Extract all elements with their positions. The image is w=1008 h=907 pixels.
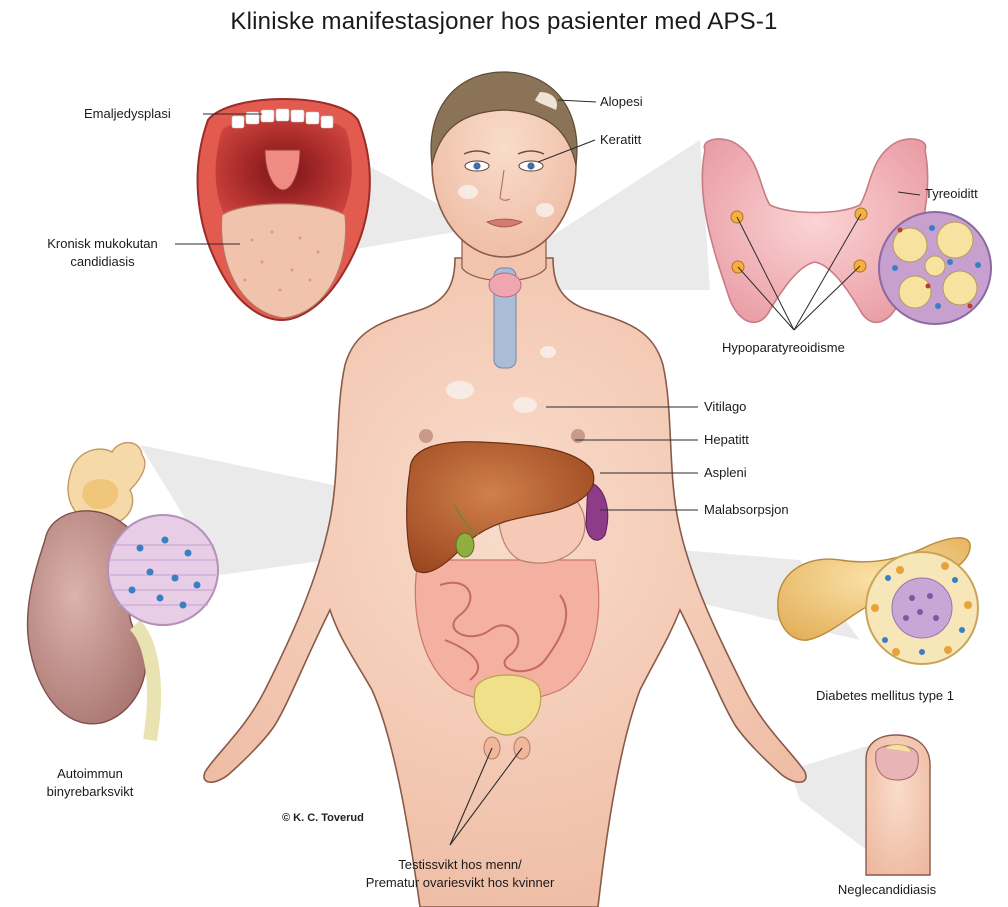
label-testis-line1: Testissvikt hos menn/ bbox=[360, 857, 560, 873]
label-emaljedysplasi: Emaljedysplasi bbox=[84, 106, 171, 122]
infected-nail bbox=[876, 745, 919, 780]
label-kronisk-line1: Kronisk mukokutan bbox=[30, 236, 175, 252]
tongue bbox=[222, 204, 346, 318]
copyright-credit: © K. C. Toverud bbox=[282, 812, 364, 824]
label-hypoparatyreoidisme: Hypoparatyreoidisme bbox=[722, 340, 845, 356]
label-kronisk-line2: candidiasis bbox=[30, 254, 175, 270]
label-alopesi: Alopesi bbox=[600, 94, 643, 110]
label-tyreoiditt: Tyreoiditt bbox=[925, 186, 978, 202]
label-diabetes: Diabetes mellitus type 1 bbox=[780, 688, 990, 704]
trachea bbox=[489, 268, 521, 368]
label-testis-line2: Prematur ovariesvikt hos kvinner bbox=[360, 875, 560, 891]
label-hepatitt: Hepatitt bbox=[704, 432, 749, 448]
label-autoimmun-line2: binyrebarksvikt bbox=[20, 784, 160, 800]
adrenal-histology bbox=[108, 515, 218, 625]
finger-inset bbox=[866, 735, 930, 875]
label-neglecandidiasis: Neglecandidiasis bbox=[812, 882, 962, 898]
label-keratitt: Keratitt bbox=[600, 132, 641, 148]
label-malabsorpsjon: Malabsorpsjon bbox=[704, 502, 789, 518]
gallbladder bbox=[456, 533, 474, 557]
thyroid-inset bbox=[702, 139, 991, 330]
mouth-inset bbox=[198, 99, 370, 320]
label-vitilago: Vitilago bbox=[704, 399, 746, 415]
page-title: Kliniske manifestasjoner hos pasienter m… bbox=[0, 8, 1008, 36]
label-autoimmun-line1: Autoimmun bbox=[20, 766, 160, 782]
label-aspleni: Aspleni bbox=[704, 465, 747, 481]
pancreas-inset bbox=[778, 538, 978, 664]
